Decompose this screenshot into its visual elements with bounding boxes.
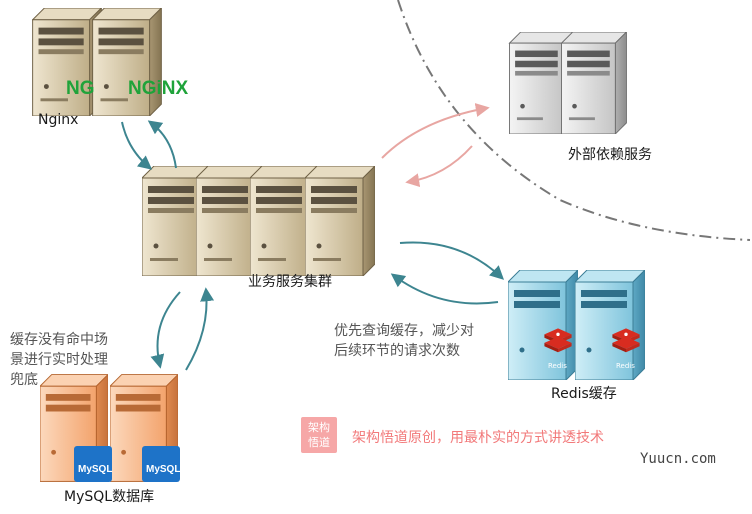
- cache-first-note-line: 优先查询缓存，减少对: [334, 323, 474, 339]
- redis-label: Redis缓存: [551, 386, 617, 402]
- cache-miss-note: 缓存没有命中场 景进行实时处理 兜底: [10, 330, 108, 390]
- slogan-text: 架构悟道原创，用最朴实的方式讲透技术: [352, 430, 604, 446]
- nginx-label: Nginx: [38, 112, 79, 128]
- brand-badge-line: 悟道: [308, 436, 330, 449]
- arrow-cluster-to-redis: [399, 241, 505, 280]
- arrow-cluster-to-external: [381, 103, 490, 159]
- redis-logo-text-2: Redis: [616, 362, 635, 370]
- mysql-logo-text-1: MySQL: [78, 464, 112, 475]
- redis-server-group: Redis Redis: [508, 270, 645, 380]
- nginx-server-group: NG NGiNX: [32, 8, 189, 116]
- cluster-server-group: [142, 166, 375, 276]
- arrow-redis-to-cluster: [390, 273, 499, 305]
- mysql-logo-text-2: MySQL: [146, 464, 180, 475]
- arrow-external-to-cluster: [405, 145, 473, 188]
- redis-logo-text-1: Redis: [548, 362, 567, 370]
- external-label: 外部依赖服务: [568, 147, 652, 163]
- cache-first-note-line: 后续环节的请求次数: [334, 343, 460, 359]
- external-server-group: [509, 32, 627, 134]
- watermark: Yuucn.com: [640, 451, 716, 467]
- brand-badge: 架构 悟道: [301, 417, 337, 453]
- mysql-logo: [74, 446, 112, 482]
- cache-miss-note-line: 兜底: [10, 372, 38, 388]
- mysql-server-group: MySQL MySQL: [40, 374, 180, 482]
- cache-miss-note-line: 景进行实时处理: [10, 352, 108, 368]
- arrow-nginx-to-cluster: [121, 121, 153, 170]
- cache-first-note: 优先查询缓存，减少对 后续环节的请求次数: [334, 321, 474, 361]
- system-boundary-line: [397, 0, 751, 241]
- mysql-logo-2: [142, 446, 180, 482]
- arrow-cluster-to-nginx: [147, 120, 177, 169]
- arrow-cluster-to-mysql: [150, 291, 181, 369]
- cache-miss-note-line: 缓存没有命中场: [10, 332, 108, 348]
- arrow-mysql-to-cluster: [185, 287, 215, 371]
- nginx-logo: NG: [66, 78, 95, 99]
- brand-badge-line: 架构: [308, 421, 330, 434]
- nginx-logo-2: NGiNX: [128, 78, 189, 99]
- cluster-label: 业务服务集群: [248, 274, 332, 290]
- mysql-label: MySQL数据库: [64, 489, 155, 505]
